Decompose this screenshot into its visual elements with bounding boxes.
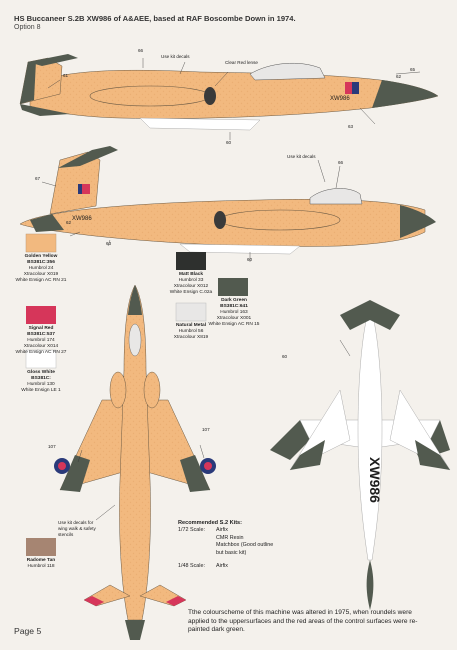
kit-matchbox-note: but basic kit) xyxy=(216,549,247,556)
signal-red-bs: BS381C:537 xyxy=(27,332,55,337)
gloss-white-name: Gloss White xyxy=(27,370,55,375)
swatch-dark-green xyxy=(218,278,248,296)
top-view xyxy=(54,284,216,640)
ref-66-b: 66 xyxy=(338,160,344,165)
signal-red-white-ensign: White Ensign AC RN 27 xyxy=(15,350,67,355)
ref-66-a: 66 xyxy=(138,48,144,53)
colour-label-gloss-white: Gloss White BS381C: Humbrol 130 White En… xyxy=(8,370,74,394)
swatch-signal-red xyxy=(26,306,56,324)
page-number: Page 5 xyxy=(14,626,42,636)
callout-wing-walk: Use kit decals for wing walk & safety st… xyxy=(58,520,96,538)
radome-tan-humbrol: Humbrol 118 xyxy=(27,564,55,569)
golden-yellow-xtracolour: Xtracolour X019 xyxy=(23,272,59,277)
recommended-kits: Recommended S.2 Kits: 1/72 Scale: Airfix… xyxy=(178,520,273,570)
ref-65: 65 xyxy=(410,67,416,72)
ref-60-a: 60 xyxy=(226,140,232,145)
callout-use-kit-decals-2: Use kit decals xyxy=(287,154,316,159)
kit-matchbox: Matchbox (Good outline xyxy=(216,542,274,549)
callout-use-kit-decals-1: Use kit decals xyxy=(161,54,190,59)
colour-swatches xyxy=(25,233,248,556)
dark-green-white-ensign: White Ensign AC RN 15 xyxy=(208,322,260,327)
kit-airfix-148: Airfix xyxy=(216,563,228,570)
colour-label-radome-tan: Radome Tan Humbrol 118 xyxy=(8,558,74,570)
colourscheme-note: Tthe colourscheme of this machine was al… xyxy=(188,609,418,634)
side-profile-right xyxy=(19,146,436,262)
colour-label-natural-metal: Natural Metal Humbrol 56 Xtracolour X819 xyxy=(158,323,224,341)
ref-67: 67 xyxy=(35,176,41,181)
ref-62-a: 62 xyxy=(396,74,402,79)
signal-red-xtracolour: Xtracolour X014 xyxy=(23,344,59,349)
radome-tan-name: Radome Tan xyxy=(26,558,56,563)
kits-scale-148: 1/48 Scale: xyxy=(178,563,205,570)
callout-clear-red-lense: Clear Red lense xyxy=(225,60,258,65)
callout-wing-walk-line-3: stencils xyxy=(58,532,74,537)
gloss-white-white-ensign: White Ensign LE 1 xyxy=(21,388,61,393)
page-title: HS Buccaneer S.2B XW986 of A&AEE, based … xyxy=(14,14,296,23)
side-serial-2: XW986 xyxy=(72,216,92,222)
kits-list-172: Airfix CMR Resin Matchbox (Good outline … xyxy=(216,527,273,557)
option-label: Option 8 xyxy=(14,24,41,31)
underside-view: XW986 xyxy=(270,300,451,610)
golden-yellow-name: Golden Yellow xyxy=(24,254,58,259)
kits-row-172: 1/72 Scale: Airfix CMR Resin Matchbox (G… xyxy=(178,527,273,557)
matt-black-name: Matt Black xyxy=(179,272,203,277)
colour-label-golden-yellow: Golden Yellow BS381C:356 Humbrol 24 Xtra… xyxy=(8,254,74,284)
side-serial-1: XW986 xyxy=(330,96,350,102)
kit-airfix-172: Airfix xyxy=(216,527,228,534)
kits-scale-172: 1/72 Scale: xyxy=(178,527,205,534)
ref-63-b: 63 xyxy=(106,241,112,246)
signal-red-name: Signal Red xyxy=(28,326,54,331)
dark-green-name: Dark Green xyxy=(221,298,247,303)
natural-metal-xtracolour: Xtracolour X819 xyxy=(173,335,209,340)
callout-wing-walk-line-1: Use kit decals for xyxy=(58,520,94,525)
dark-green-bs: BS381C:641 xyxy=(220,304,248,309)
ref-61: 61 xyxy=(63,73,69,78)
kits-heading: Recommended S.2 Kits: xyxy=(178,520,243,526)
matt-black-xtracolour: Xtracolour X012 xyxy=(173,284,209,289)
colour-label-dark-green: Dark Green BS381C:641 Humbrol 163 Xtraco… xyxy=(200,298,268,328)
dark-green-xtracolour: Xtracolour X001 xyxy=(216,316,252,321)
ref-60-b: 60 xyxy=(247,257,253,262)
ref-107-b: 107 xyxy=(202,427,210,432)
kit-cmr-resin: CMR Resin xyxy=(216,534,244,541)
callout-wing-walk-line-2: wing walk & safety xyxy=(58,526,96,531)
golden-yellow-bs: BS381C:356 xyxy=(27,260,55,265)
ref-62-b: 62 xyxy=(66,220,72,225)
natural-metal-name: Natural Metal xyxy=(175,323,207,328)
golden-yellow-white-ensign: White Ensign AC RN 21 xyxy=(15,278,67,283)
underside-serial: XW986 xyxy=(367,457,383,503)
gloss-white-bs: BS381C: xyxy=(31,376,51,381)
colour-label-signal-red: Signal Red BS381C:537 Humbrol 174 Xtraco… xyxy=(8,326,74,356)
ref-60-c: 60 xyxy=(282,354,288,359)
swatch-radome-tan xyxy=(26,538,56,556)
side-profile-left xyxy=(19,54,439,140)
ref-63-a: 63 xyxy=(348,124,354,129)
swatch-matt-black xyxy=(176,252,206,270)
golden-yellow-humbrol: Humbrol 24 xyxy=(28,266,54,271)
matt-black-humbrol: Humbrol 33 xyxy=(178,278,204,283)
gloss-white-humbrol: Humbrol 130 xyxy=(27,382,55,387)
dark-green-humbrol: Humbrol 163 xyxy=(220,310,248,315)
swatch-gloss-white xyxy=(25,349,57,369)
signal-red-humbrol: Humbrol 174 xyxy=(27,338,55,343)
ref-107-a: 107 xyxy=(48,444,56,449)
swatch-natural-metal xyxy=(175,302,207,322)
colour-label-matt-black: Matt Black Humbrol 33 Xtracolour X012 Wh… xyxy=(158,272,224,296)
natural-metal-humbrol: Humbrol 56 xyxy=(178,329,204,334)
swatch-golden-yellow xyxy=(25,233,57,253)
kits-row-148: 1/48 Scale: Airfix xyxy=(178,563,273,570)
matt-black-white-ensign: White Ensign C.02a xyxy=(169,290,213,295)
